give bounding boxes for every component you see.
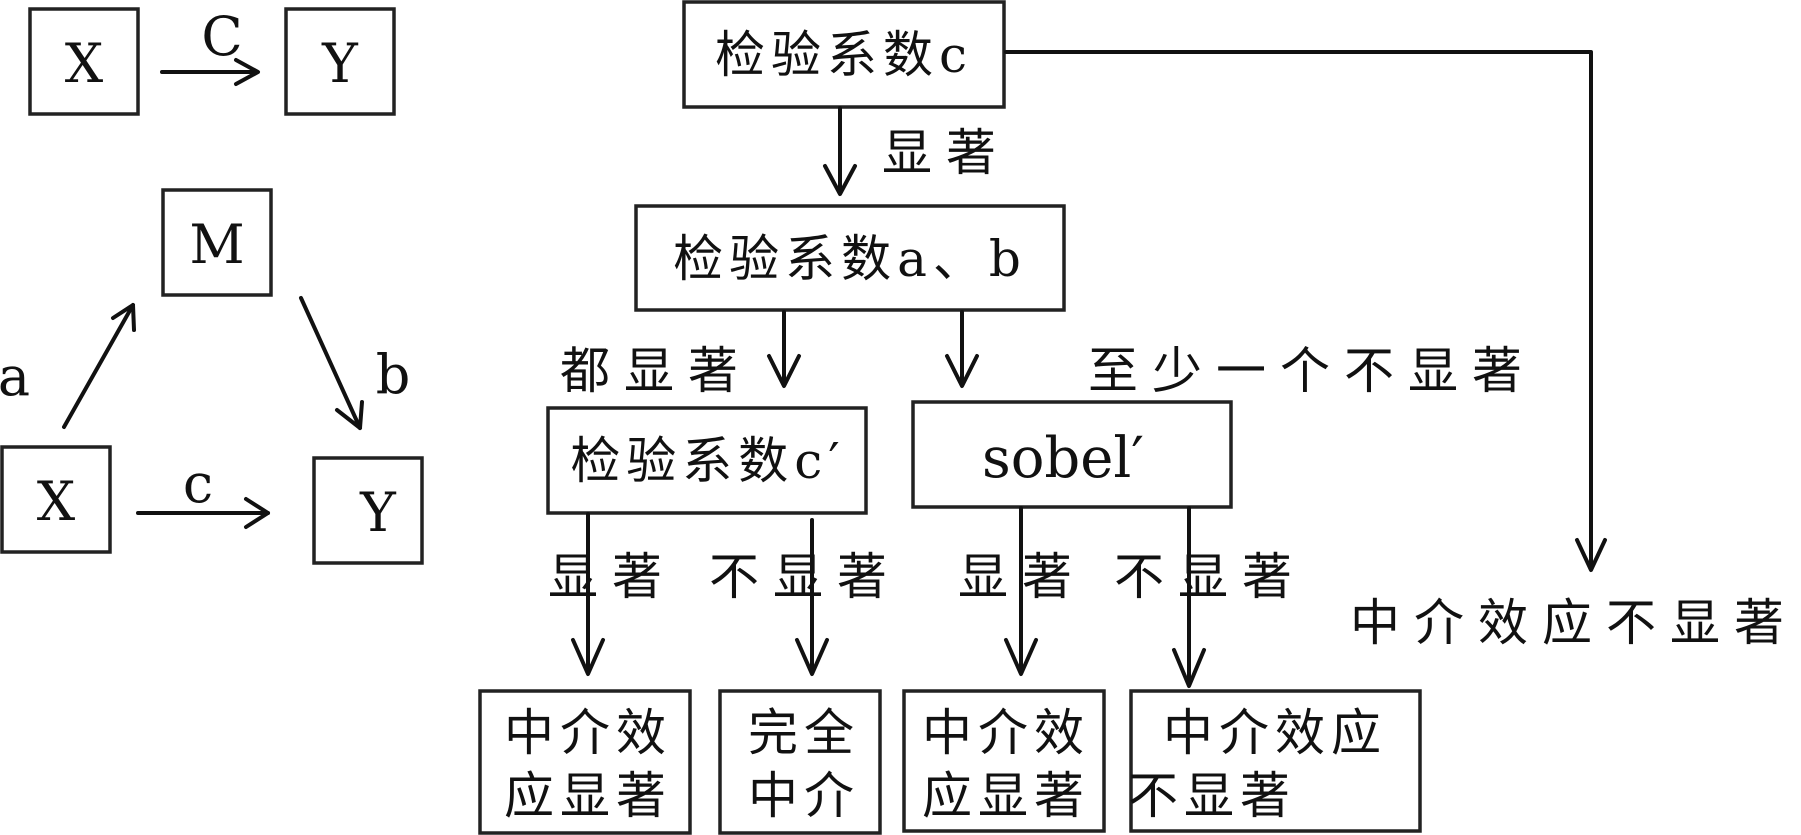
box-result-full-mediation — [718, 689, 882, 835]
label-sobel-not: 不显著 — [1114, 548, 1306, 606]
box-sobel — [911, 400, 1233, 509]
label-both-significant: 都显著 — [560, 342, 752, 400]
box-result-mediation-significant-1 — [478, 689, 692, 835]
label-x-total: X — [65, 32, 104, 95]
label-sobel-significant: 显著 — [958, 548, 1086, 606]
arrowhead-cprime-significant — [571, 638, 605, 676]
mediation-test-flowchart: 检验系数c 中介效应不显著 显著 检验系数a、b 都显著 至少一个不显著 检验系… — [478, 0, 1798, 835]
arrowhead-a — [111, 303, 136, 332]
box-result-mediation-significant-2 — [902, 689, 1106, 833]
label-path-b: b — [376, 343, 411, 406]
text-result4-line2: 不显著 — [1128, 767, 1296, 825]
label-y-total: Y — [321, 32, 359, 95]
text-result4-line1: 中介效应 — [1163, 704, 1387, 762]
box-test-c-prime — [546, 406, 868, 515]
arrowhead-sobel-significant — [1004, 638, 1038, 676]
arrowhead-c — [244, 497, 270, 529]
text-test-ab: 检验系数a、b — [673, 230, 1027, 288]
arrowhead-total — [234, 58, 260, 86]
text-sobel: sobel′ — [982, 426, 1144, 491]
label-y-mediation: Y — [359, 481, 397, 544]
label-path-a: a — [0, 345, 30, 408]
arrow-a — [62, 303, 135, 429]
label-x-mediation: X — [37, 470, 76, 533]
box-test-c — [682, 0, 1006, 109]
label-path-c-total: C — [201, 5, 242, 68]
label-m: M — [189, 213, 244, 276]
text-result1-line1: 中介效 — [504, 704, 672, 762]
text-result3-line2: 应显著 — [922, 767, 1090, 825]
text-result2-line1: 完全 — [748, 704, 860, 762]
arrowhead-ab-to-cprime — [767, 354, 801, 388]
box-y-mediation — [312, 456, 424, 565]
text-result3-line1: 中介效 — [922, 704, 1090, 762]
text-no-mediation-right: 中介效应不显著 — [1350, 594, 1798, 652]
text-result2-line2: 中介 — [748, 767, 860, 825]
box-result-no-mediation — [1129, 689, 1422, 833]
label-cprime-significant: 显著 — [548, 548, 676, 606]
box-x-total — [28, 7, 140, 116]
box-y-total — [284, 7, 396, 116]
arrow-b — [299, 296, 362, 430]
arrowhead-c-to-ab — [823, 164, 857, 196]
box-x-mediation — [0, 445, 112, 554]
label-at-least-one-not: 至少一个不显著 — [1088, 342, 1536, 400]
text-test-c: 检验系数c — [715, 26, 973, 84]
label-path-c: c — [183, 452, 213, 515]
text-result1-line2: 应显著 — [504, 767, 672, 825]
mediation-model-diagram: M X Y a b c — [0, 188, 424, 565]
arrowhead-c-not-significant — [1575, 538, 1607, 572]
arrowhead-sobel-not — [1172, 648, 1206, 688]
total-effect-diagram: X Y C — [28, 5, 396, 116]
arrowhead-b — [335, 400, 364, 430]
label-cprime-not: 不显著 — [709, 548, 901, 606]
arrow-c-not-significant — [1004, 50, 1593, 568]
box-test-ab — [634, 204, 1066, 312]
text-test-c-prime: 检验系数c′ — [570, 432, 845, 490]
arrowhead-cprime-not — [795, 638, 829, 676]
label-c-significant: 显著 — [882, 124, 1010, 182]
box-m — [161, 188, 273, 297]
arrowhead-ab-to-sobel — [945, 354, 979, 388]
